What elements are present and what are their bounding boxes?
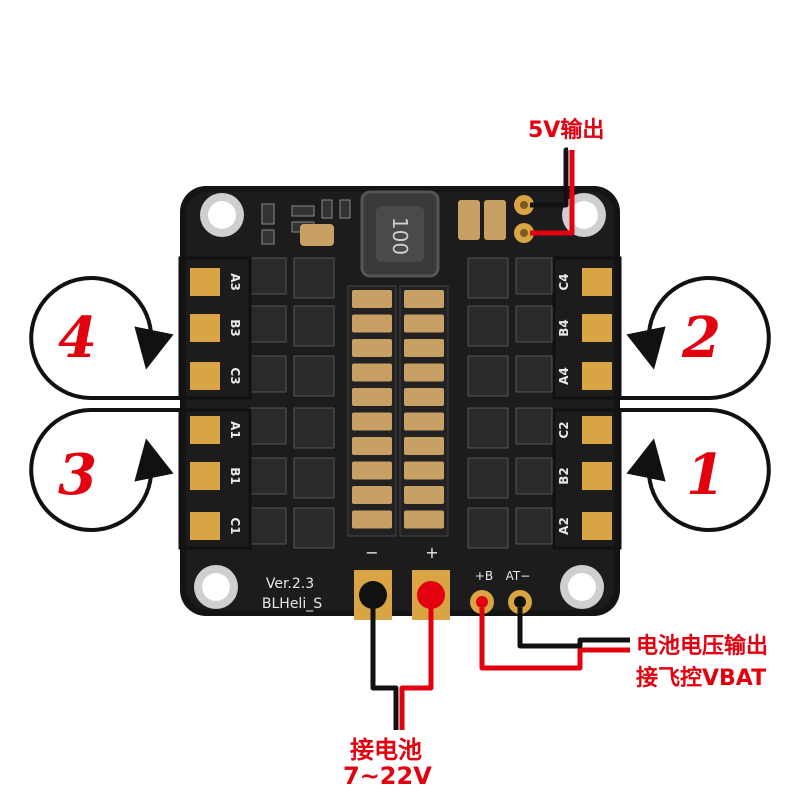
pad-label-b2: B2 [557, 467, 571, 485]
capacitor [352, 314, 392, 333]
vbat-pads [470, 590, 532, 614]
inductor: 100 [360, 190, 440, 278]
motor-2-rotation-arrow [620, 276, 771, 400]
connect-fc-vbat-label: 接飞控VBAT [636, 666, 767, 691]
capacitor [352, 388, 392, 406]
pad-label-c4: C4 [557, 273, 571, 290]
motor-pads-left [178, 256, 252, 550]
firmware-text: BLHeli_S [262, 596, 322, 612]
version-text: Ver.2.3 [266, 576, 314, 592]
inductor-marking: 100 [388, 217, 412, 255]
pad-label-c1: C1 [228, 517, 242, 534]
ground-pad-silk: AT− [506, 569, 531, 583]
capacitor [352, 363, 392, 382]
pad-label-a3: A3 [228, 273, 242, 291]
capacitor [404, 290, 444, 308]
capacitor [404, 461, 444, 480]
capacitor [404, 339, 444, 357]
motor-pads-right [552, 256, 622, 550]
plus-silk: + [425, 543, 438, 562]
mounting-holes [194, 193, 606, 609]
pad-labels: A3 B3 C3 A1 B1 C1 C4 B4 A4 C2 B2 A2 [228, 273, 571, 535]
motor-1-rotation-arrow [620, 408, 771, 532]
capacitor-bank [347, 285, 449, 537]
capacitor [404, 437, 444, 455]
connect-battery-label: 接电池 [350, 736, 422, 764]
motor-3-rotation-arrow [29, 408, 180, 532]
capacitor [352, 486, 392, 504]
pad-label-c3: C3 [228, 367, 242, 384]
annotation-wires [370, 147, 630, 730]
capacitor [352, 437, 392, 455]
pad-label-b4: B4 [557, 319, 571, 337]
capacitor [352, 412, 392, 431]
pad-label-a1: A1 [228, 421, 242, 439]
capacitor [352, 510, 392, 529]
motor-4-rotation-arrow [29, 276, 180, 400]
pad-label-b1: B1 [228, 467, 242, 485]
capacitor [352, 339, 392, 357]
pad-label-a2: A2 [557, 517, 571, 535]
capacitor [352, 290, 392, 308]
capacitor [404, 363, 444, 382]
rotation-arrows [29, 276, 771, 532]
capacitor [404, 388, 444, 406]
capacitor [404, 314, 444, 333]
top-small-components [261, 199, 506, 246]
vbat-pad-silk: +B [475, 569, 493, 583]
battery-voltage-output-label: 电池电压输出 [636, 634, 769, 659]
battery-range-label: 7~22V [343, 762, 432, 790]
capacitor [404, 412, 444, 431]
motor-2-number: 2 [682, 305, 721, 371]
motor-3-number: 3 [58, 442, 97, 508]
five-volt-output-label: 5V输出 [528, 118, 605, 143]
capacitor [404, 486, 444, 504]
motor-4-number: 4 [58, 305, 97, 371]
pad-label-b3: B3 [228, 319, 242, 337]
capacitor [352, 461, 392, 480]
pad-label-c2: C2 [557, 421, 571, 438]
mosfets [249, 257, 553, 549]
five-volt-pads [514, 195, 534, 243]
pad-label-a4: A4 [557, 367, 571, 385]
capacitor [404, 510, 444, 529]
motor-1-number: 1 [686, 442, 725, 508]
minus-silk: − [365, 543, 378, 562]
